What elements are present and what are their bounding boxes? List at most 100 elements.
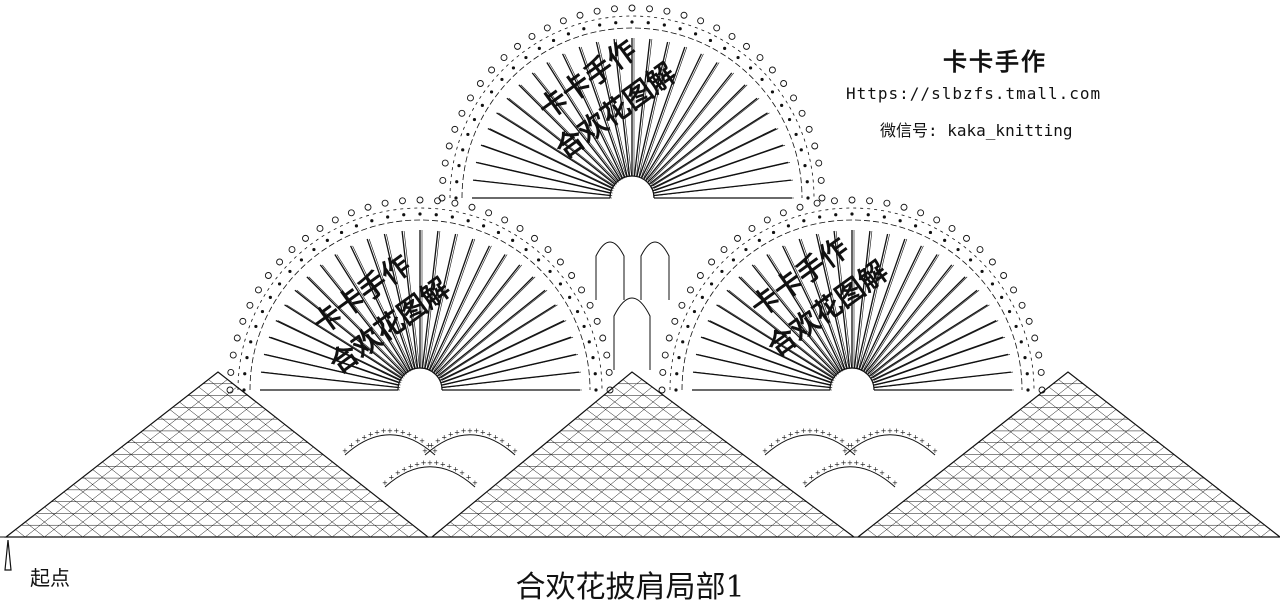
- brand-wechat: 微信号: kaka_knitting: [880, 121, 1073, 140]
- diagram-title: 合欢花披肩局部1: [515, 570, 745, 605]
- mesh-diagonal: [1067, 371, 1280, 538]
- fan-spoke-shadow: [477, 162, 613, 194]
- fan-spoke: [263, 353, 399, 386]
- edge-stitch: [242, 388, 246, 392]
- picot: [805, 125, 813, 133]
- mesh-triangle-right: [856, 371, 1280, 538]
- picot: [687, 286, 694, 294]
- mesh-diagonal: [1029, 401, 1204, 538]
- fan-spoke-shadow: [336, 254, 411, 372]
- mesh-diagonal: [867, 529, 878, 538]
- fan-edge-ring: [249, 219, 591, 391]
- fan-edge-ring: [237, 207, 603, 391]
- picot: [399, 197, 406, 205]
- stitch-mark: +: [868, 430, 874, 438]
- stitch-mark: +: [833, 433, 839, 441]
- picot: [568, 272, 576, 279]
- edge-stitch: [243, 372, 247, 376]
- stitch-mark: +: [387, 427, 393, 435]
- mesh-diagonal: [34, 514, 64, 538]
- picot: [628, 4, 636, 12]
- picot: [246, 301, 254, 309]
- chain-arch: [344, 434, 436, 456]
- fan-center-arc: [397, 367, 443, 391]
- fan-spoke: [268, 336, 400, 384]
- fan-spoke-shadow: [873, 320, 999, 381]
- picot: [883, 199, 891, 207]
- edge-stitch: [757, 238, 761, 242]
- edge-stitch: [587, 340, 591, 344]
- edge-stitch: [245, 356, 249, 360]
- edge-stitch: [566, 32, 571, 36]
- edge-stitch: [312, 247, 316, 252]
- mesh-diagonal: [876, 521, 897, 538]
- picot: [528, 33, 536, 40]
- mesh-diagonal: [1039, 394, 1223, 538]
- edge-stitch: [551, 38, 556, 43]
- edge-stitch: [582, 27, 586, 31]
- edge-stitch: [662, 23, 666, 27]
- edge-stitch: [744, 247, 748, 252]
- edge-stitch: [480, 103, 484, 107]
- edge-stitch: [575, 309, 580, 314]
- fan-spoke-shadow: [482, 144, 614, 192]
- fan-spoke: [475, 161, 611, 194]
- fan-spoke-shadow: [718, 304, 836, 379]
- picot: [593, 317, 601, 325]
- picot: [661, 351, 669, 359]
- fan-spoke: [638, 46, 686, 178]
- mesh-diagonal: [559, 431, 701, 538]
- fan-spoke: [751, 264, 839, 374]
- stitch-mark: +: [446, 462, 452, 470]
- fan-spoke-shadow: [645, 62, 720, 180]
- stitch-mark: +: [808, 474, 814, 482]
- picot: [671, 317, 679, 325]
- fan-spoke: [633, 38, 651, 177]
- picot: [763, 216, 771, 224]
- stitch-mark: +: [401, 465, 407, 473]
- fan-spoke: [334, 254, 409, 372]
- edge-stitch: [299, 258, 304, 262]
- stitch-mark: +: [807, 427, 813, 435]
- picot: [817, 177, 825, 184]
- mesh-diagonal: [540, 446, 663, 538]
- fan-spoke: [433, 264, 521, 374]
- edge-stitch: [434, 213, 438, 217]
- mesh-diagonal: [595, 401, 778, 538]
- edge-stitch: [288, 269, 292, 274]
- picot: [316, 225, 324, 232]
- fan-spoke-shadow: [386, 233, 418, 369]
- picot: [1000, 272, 1008, 279]
- chain-arch: [804, 466, 896, 488]
- picot: [796, 203, 804, 211]
- stitch-mark: +: [913, 433, 919, 441]
- picot: [451, 125, 459, 133]
- picot: [917, 209, 925, 217]
- picot: [696, 272, 704, 279]
- edge-stitch: [677, 356, 681, 360]
- fan-spoke: [873, 353, 1009, 386]
- stitch-mark: +: [361, 433, 367, 441]
- fan-spoke-shadow: [441, 320, 567, 381]
- mesh-diagonal: [131, 439, 256, 538]
- picot: [458, 109, 466, 117]
- picot: [866, 197, 873, 205]
- stitch-mark: +: [866, 462, 872, 470]
- picot: [697, 17, 705, 25]
- picot: [680, 11, 688, 19]
- fan-spoke-shadow: [638, 41, 670, 177]
- stitch-mark: +: [400, 428, 406, 436]
- edge-stitch: [548, 269, 552, 274]
- stitch-mark: +: [472, 479, 478, 487]
- stitch-mark: +: [794, 428, 800, 436]
- fan-spoke: [431, 254, 506, 372]
- fan-spoke-shadow: [352, 245, 413, 371]
- fan-spoke: [872, 336, 1004, 384]
- fan-spoke-shadow: [277, 320, 403, 381]
- fan-spoke: [868, 289, 978, 377]
- fan-spoke: [738, 276, 837, 375]
- edge-stitch: [582, 324, 586, 329]
- stitch-mark: +: [433, 459, 439, 467]
- fan-spoke: [650, 112, 768, 187]
- picot: [1035, 351, 1043, 359]
